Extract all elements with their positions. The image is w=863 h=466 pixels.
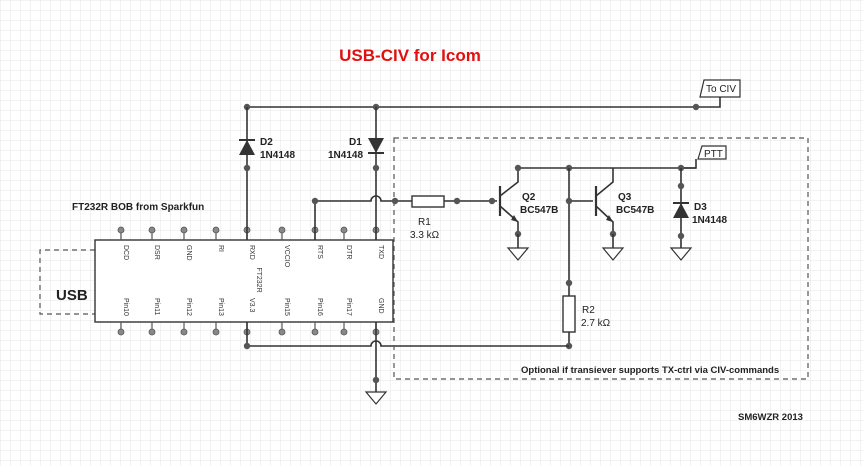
transistor-q3 xyxy=(594,168,614,234)
q3-value: BC547B xyxy=(616,205,654,216)
to-civ-label: To CIV xyxy=(706,84,736,95)
ptt-label: PTT xyxy=(704,149,723,160)
diagram-title: USB-CIV for Icom xyxy=(339,46,481,65)
junction xyxy=(677,232,685,240)
optional-note: Optional if transiever supports TX-ctrl … xyxy=(521,365,779,376)
diode-d1 xyxy=(368,138,384,154)
pin-label: RTS xyxy=(316,245,323,259)
pin-label: Pin15 xyxy=(283,298,290,316)
pin-label: Pin16 xyxy=(316,298,323,316)
pin-label: Pin11 xyxy=(153,298,160,315)
chip-name: FT232R xyxy=(255,267,262,292)
usb-connector-outline xyxy=(39,249,95,315)
q3-ref: Q3 xyxy=(618,192,632,203)
resistor-r1 xyxy=(411,195,445,208)
pin-label: DSR xyxy=(153,245,160,260)
resistor-r2 xyxy=(562,295,576,333)
ptt-tag: PTT xyxy=(697,145,727,160)
pin-label: VCCIO xyxy=(283,245,290,268)
pin-pin12: Pin12 xyxy=(180,298,192,336)
q2-value: BC547B xyxy=(520,205,558,216)
ground-symbol xyxy=(601,234,625,261)
q2-ref: Q2 xyxy=(522,192,536,203)
top-pin-group: DCD DSR GND RI RXD VCCIO RTS DTR TXD xyxy=(117,226,384,268)
pin-label: Pin12 xyxy=(185,298,192,316)
to-civ-tag: To CIV xyxy=(699,79,741,98)
pin-pin10: Pin10 xyxy=(117,298,129,336)
diode-d2 xyxy=(239,139,255,155)
r1-value: 3.3 kΩ xyxy=(410,230,440,241)
junction xyxy=(243,164,251,172)
pin-label: TXD xyxy=(377,245,384,259)
pin-label: DTR xyxy=(345,245,352,259)
junction xyxy=(677,182,685,190)
pin-label: Pin13 xyxy=(217,298,224,316)
ground-symbol xyxy=(506,234,530,261)
pin-label: GND xyxy=(377,298,384,314)
ground-bus-wire xyxy=(246,322,569,347)
pin-label: RXD xyxy=(248,245,255,260)
junction xyxy=(514,164,522,172)
junction xyxy=(243,342,251,350)
junction xyxy=(692,103,700,111)
pin-pin15: Pin15 xyxy=(278,298,290,336)
rts-wire xyxy=(314,195,412,240)
pin-label: V3.3 xyxy=(248,298,255,313)
transistor-q2 xyxy=(498,168,519,234)
pin-pin16: Pin16 xyxy=(311,298,323,336)
bottom-pin-group: Pin10 Pin11 Pin12 Pin13 V3.3 Pin15 Pin16 Pin17 G… xyxy=(117,298,384,336)
civ-bus-wire xyxy=(247,97,721,108)
d3-value: 1N4148 xyxy=(692,215,727,226)
pin-pin17: Pin17 xyxy=(340,298,352,336)
pin-pin13: Pin13 xyxy=(212,298,224,336)
junction xyxy=(311,197,319,205)
d1-value: 1N4148 xyxy=(328,150,363,161)
ptt-wire xyxy=(681,159,697,169)
pin-dcd: DCD xyxy=(117,226,129,260)
junction xyxy=(488,197,496,205)
usb-label: USB xyxy=(56,287,88,304)
junction xyxy=(453,197,461,205)
junction xyxy=(565,197,573,205)
r2-ref: R2 xyxy=(582,305,595,316)
diode-d3 xyxy=(673,202,689,218)
junction xyxy=(391,197,399,205)
pin-dtr: DTR xyxy=(340,226,352,259)
pin-label: RI xyxy=(217,245,224,252)
pin-label: Pin17 xyxy=(345,298,352,316)
d1-ref: D1 xyxy=(349,137,362,148)
pin-label: GND xyxy=(185,245,192,261)
board-label: FT232R BOB from Sparkfun xyxy=(72,202,204,213)
pin-pin11: Pin11 xyxy=(148,298,160,336)
d2-ref: D2 xyxy=(260,137,273,148)
junction xyxy=(372,376,380,384)
ft232r-chip xyxy=(94,239,394,323)
optional-section-outline xyxy=(393,137,809,380)
d2-value: 1N4148 xyxy=(260,150,295,161)
junction xyxy=(372,164,380,172)
junction xyxy=(565,279,573,287)
ground-symbol xyxy=(669,247,693,261)
pin-dsr: DSR xyxy=(148,226,160,260)
d3-ref: D3 xyxy=(694,202,707,213)
r2-value: 2.7 kΩ xyxy=(581,318,611,329)
pin-gnd: GND xyxy=(180,226,192,261)
pin-label: DCD xyxy=(122,245,129,260)
pin-label: Pin10 xyxy=(122,298,129,316)
credit: SM6WZR 2013 xyxy=(738,412,803,423)
pin-vccio: VCCIO xyxy=(278,226,290,268)
pin-ri: RI xyxy=(212,226,224,252)
r1-ref: R1 xyxy=(418,217,431,228)
ground-symbol xyxy=(364,391,388,405)
